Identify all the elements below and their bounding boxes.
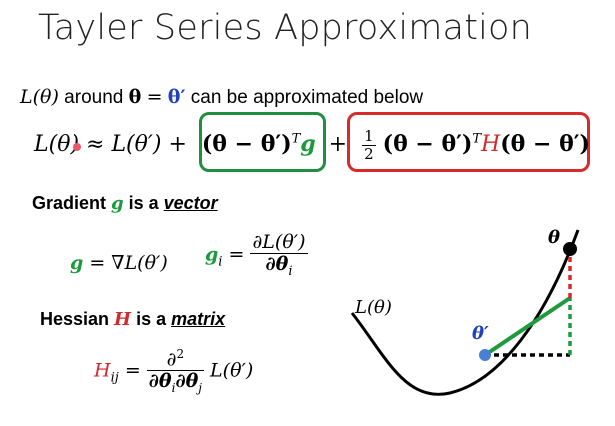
- gi-den: ∂θi: [250, 252, 307, 279]
- pointer-dot: [73, 143, 81, 151]
- h-tail: L(θ′): [204, 359, 254, 382]
- hessian-equation: Hij = ∂2∂θi∂θj L(θ′): [94, 347, 254, 395]
- intro-line: L(θ) around θ = θ′ can be approximated b…: [20, 86, 423, 109]
- gi-den-sub: i: [288, 263, 293, 279]
- eq-term2-H: H: [481, 132, 501, 157]
- h-num-sup: 2: [176, 347, 185, 361]
- taylor-illustration: L(θ) θ′ θ: [350, 227, 580, 396]
- curve-label: L(θ): [354, 297, 392, 318]
- hessian-heading: Hessian H is a matrix: [40, 309, 225, 330]
- gradient-equation: g = ∇L(θ′): [70, 252, 168, 274]
- theta-label: θ: [548, 227, 560, 248]
- hessian-label-mid: is a: [131, 309, 172, 329]
- gradient-symbol: g: [111, 193, 124, 214]
- gi-num: ∂L(θ′): [250, 231, 308, 254]
- h-den-sub2: j: [198, 381, 203, 396]
- h-den-wrap: ∂θi∂θj: [147, 371, 204, 395]
- gradient-component-equation: gi = ∂L(θ′)∂θi: [205, 232, 308, 279]
- gi-den-pre: ∂θ: [265, 252, 289, 275]
- eq-term2-a: (θ − θ′): [382, 131, 473, 157]
- hessian-symbol: H: [114, 309, 132, 330]
- intro-eq: =: [146, 86, 163, 108]
- h-den: ∂θ: [148, 370, 172, 393]
- slide-title: Tayler Series Approximation: [38, 8, 533, 48]
- hessian-label-pre: Hessian: [40, 309, 115, 329]
- gi-lhs: g: [205, 243, 219, 266]
- gradient-heading: Gradient g is a vector: [32, 193, 218, 214]
- loss-curve: [350, 229, 580, 396]
- h-den-mid: ∂θ: [175, 370, 199, 393]
- intro-around: around: [64, 87, 124, 108]
- intro-theta-prime: θ′: [167, 86, 186, 108]
- theta-prime-point: [479, 349, 491, 361]
- first-order-term-box: [199, 112, 326, 172]
- eq-lhs: L(θ) ≈ L(θ′) +: [34, 132, 194, 157]
- half-num: 1: [362, 127, 376, 146]
- h-num: ∂: [166, 348, 177, 371]
- intro-lhs: L(θ): [20, 86, 59, 108]
- h-eq: =: [118, 359, 147, 382]
- eq-term1-sup: T: [291, 131, 301, 147]
- eq-term2-b: (θ − θ′): [500, 131, 590, 157]
- eq-plus: +: [328, 132, 348, 157]
- h-den-sub1: i: [171, 381, 176, 396]
- h-num-wrap: ∂2: [146, 347, 205, 372]
- gradient-label-mid: is a: [123, 193, 164, 213]
- theta-prime-label: θ′: [472, 323, 489, 344]
- intro-theta: θ: [128, 86, 142, 108]
- tangent-line: [483, 296, 572, 357]
- eq-term1-open: (θ − θ′): [201, 131, 292, 157]
- second-order-term-box: [347, 112, 590, 172]
- h-frac: ∂2∂θi∂θj: [146, 347, 205, 395]
- gi-frac: ∂L(θ′)∂θi: [250, 231, 308, 279]
- hessian-kind: matrix: [171, 309, 226, 329]
- g-lhs: g: [70, 252, 84, 274]
- gradient-label-pre: Gradient: [32, 193, 112, 213]
- theta-point: [563, 242, 577, 256]
- gradient-kind: vector: [163, 193, 218, 213]
- h-lhs: H: [94, 359, 111, 382]
- eq-term2-sup: T: [472, 131, 482, 147]
- gi-sub: i: [218, 254, 223, 270]
- intro-tail: can be approximated below: [190, 87, 424, 108]
- g-rhs: = ∇L(θ′): [83, 252, 168, 274]
- half-den: 2: [364, 144, 374, 163]
- h-sub: ij: [110, 370, 119, 386]
- gi-eq: =: [222, 243, 251, 266]
- eq-term1-g: g: [300, 131, 316, 157]
